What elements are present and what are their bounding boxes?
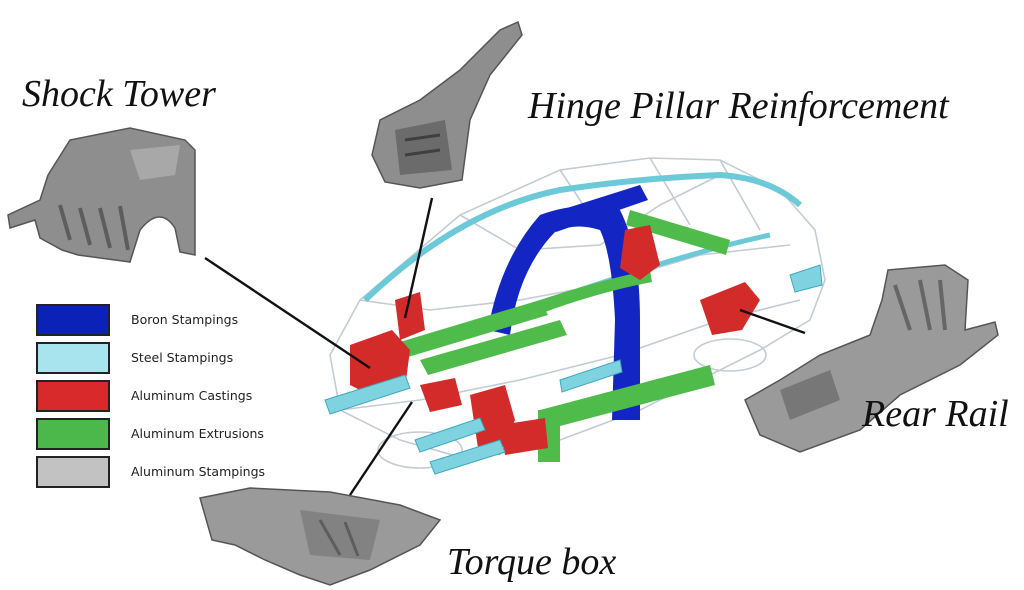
torque-box-part (199, 487, 442, 586)
legend-label: Boron Stampings (131, 312, 239, 327)
legend-swatch (36, 418, 110, 450)
legend-swatch (36, 342, 110, 374)
shock-tower-part (7, 127, 196, 263)
legend-label: Aluminum Extrusions (131, 426, 264, 441)
legend-item-stampings: Aluminum Stampings (36, 456, 336, 492)
hinge-pillar-label: Hinge Pillar Reinforcement (528, 85, 949, 127)
aluminum-castings (350, 225, 760, 455)
legend-label: Steel Stampings (131, 350, 234, 365)
leader-lines (204, 197, 806, 496)
legend-label: Aluminum Castings (131, 388, 253, 403)
steel-roof-rail (362, 171, 803, 303)
steel-stampings-front (324, 264, 823, 475)
rear-rail-part (744, 264, 999, 453)
boron-roof-bow (545, 185, 648, 232)
legend-item-steel: Steel Stampings (36, 342, 336, 378)
boron-b-pillar (488, 206, 640, 420)
legend-item-boron: Boron Stampings (36, 304, 336, 340)
legend-item-extrusions: Aluminum Extrusions (36, 418, 336, 454)
legend-item-castings: Aluminum Castings (36, 380, 336, 416)
hinge-pillar-part (371, 20, 523, 189)
legend-swatch (36, 380, 110, 412)
legend-label: Aluminum Stampings (131, 464, 266, 479)
rear-rail-label: Rear Rail (862, 393, 1009, 435)
legend-swatch (36, 304, 110, 336)
shock-tower-label: Shock Tower (22, 73, 216, 115)
legend-swatch (36, 456, 110, 488)
torque-box-label: Torque box (447, 541, 617, 583)
